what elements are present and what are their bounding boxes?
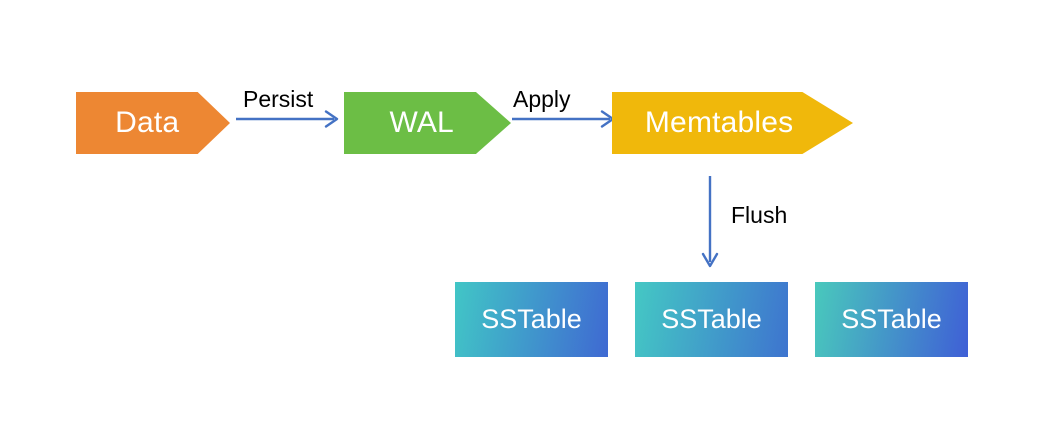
- arrow-persist: [236, 110, 339, 128]
- edge-label-flush: Flush: [731, 202, 788, 228]
- stage-memtables-label: Memtables: [644, 106, 794, 139]
- sstable-box-1[interactable]: SSTable: [455, 282, 608, 357]
- sstable-label-1: SSTable: [481, 304, 582, 334]
- sstable-label-3: SSTable: [841, 304, 942, 334]
- stage-wal-label: WAL: [389, 106, 454, 139]
- arrow-apply: [512, 110, 615, 128]
- stage-memtables[interactable]: Memtables: [612, 92, 853, 154]
- stage-wal[interactable]: WAL: [344, 92, 511, 154]
- arrow-flush: [701, 176, 719, 268]
- sstable-box-2[interactable]: SSTable: [635, 282, 788, 357]
- sstable-label-2: SSTable: [661, 304, 762, 334]
- edge-label-persist: Persist: [243, 86, 314, 112]
- edge-label-apply: Apply: [513, 86, 571, 112]
- sstable-box-3[interactable]: SSTable: [815, 282, 968, 357]
- stage-data-label: Data: [115, 106, 180, 139]
- stage-data[interactable]: Data: [76, 92, 230, 154]
